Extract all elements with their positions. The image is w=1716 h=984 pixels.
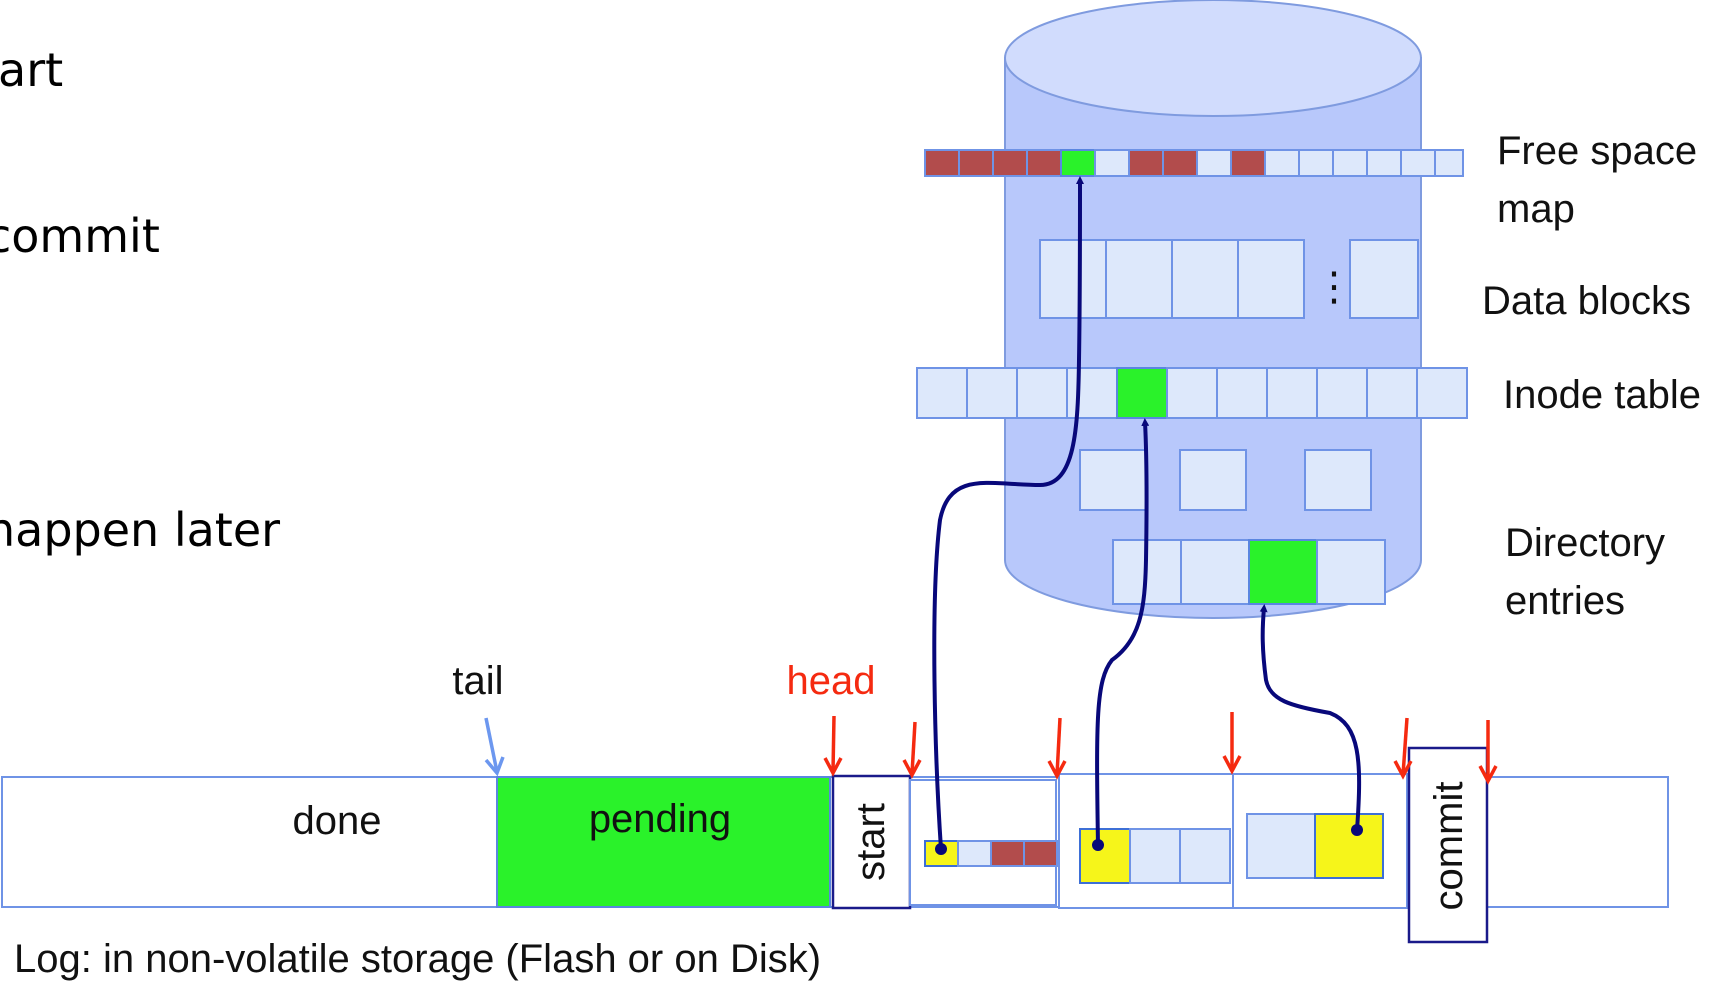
bullet-3: happen later: [0, 503, 280, 557]
free-space-cell: [1264, 149, 1300, 177]
disk-labels: Free space map Data blocks Inode table D…: [1482, 129, 1701, 623]
log-bar: done pending start commit: [1, 746, 1669, 944]
free-space-cell: [1026, 149, 1062, 177]
inode-cell: [1266, 367, 1318, 419]
free-space-cell: [1366, 149, 1402, 177]
pending-region: [496, 776, 831, 908]
data-block: [1237, 239, 1305, 319]
directory-entry: [1316, 539, 1386, 605]
data-block: [1171, 239, 1239, 319]
inode-cell: [1416, 367, 1468, 419]
bullet-list: art commit happen later: [0, 43, 280, 557]
data-blocks-label: Data blocks: [1482, 279, 1691, 323]
pointer-free-space: [932, 176, 1084, 850]
free-space-label-2: map: [1497, 187, 1575, 231]
log-entry-cell: [1129, 828, 1181, 884]
log-entry-cell: [1179, 828, 1231, 884]
inode-cell-new: [1116, 367, 1168, 419]
log-entry-cell: [1246, 813, 1316, 879]
pointer-dot: [1092, 839, 1104, 851]
scattered-block: [1179, 449, 1247, 511]
data-blocks: ⋮: [1039, 239, 1419, 319]
inode-cell: [1366, 367, 1418, 419]
pointer-directory: [1259, 604, 1362, 831]
data-block: [1039, 239, 1107, 319]
commit-record: [1407, 746, 1489, 944]
free-space-cell: [1332, 149, 1368, 177]
done-label: done: [293, 799, 382, 843]
free-space-cell: [1434, 149, 1464, 177]
free-space-label-1: Free space: [1497, 129, 1697, 173]
pointer-inode: [1095, 418, 1150, 846]
scattered-block: [1304, 449, 1372, 511]
inode-cell: [916, 367, 968, 419]
record-boundary-arrow: [902, 721, 922, 779]
inode-cell: [1216, 367, 1268, 419]
data-block: [1105, 239, 1173, 319]
free-space-cell: [1298, 149, 1334, 177]
free-space-cell: [958, 149, 994, 177]
free-space-cell: [992, 149, 1028, 177]
pointers: [932, 176, 1363, 855]
log-entry-yellow: [1314, 813, 1384, 879]
pointer-dot: [1351, 824, 1363, 836]
free-space-cell-new: [1060, 149, 1096, 177]
data-block: [1349, 239, 1419, 319]
directory-entry: [1180, 539, 1250, 605]
record-boundary-arrow: [1393, 717, 1413, 780]
pointer-dot: [935, 843, 947, 855]
directory-label-2: entries: [1505, 579, 1625, 623]
log-caption: Log: in non-volatile storage (Flash or o…: [14, 937, 821, 981]
bullet-2: commit: [0, 209, 160, 263]
inode-cell: [966, 367, 1018, 419]
record-boundary-arrow: [1047, 717, 1067, 780]
tail-label: tail: [452, 659, 503, 703]
disk-body: [1004, 57, 1422, 619]
free-space-cell: [1128, 149, 1164, 177]
pending-label: pending: [589, 797, 731, 841]
inode-cell: [1066, 367, 1118, 419]
scattered-blocks: [1079, 449, 1372, 511]
scattered-block: [1079, 449, 1147, 511]
directory-label-1: Directory: [1505, 521, 1665, 565]
free-space-cell: [1230, 149, 1266, 177]
inode-table: [916, 367, 1468, 419]
start-label: start: [849, 803, 893, 881]
log-entry-yellow: [1079, 828, 1131, 884]
inode-cell: [1166, 367, 1218, 419]
record-boundary-arrow: [1478, 720, 1498, 785]
commit-label: commit: [1427, 782, 1471, 911]
directory-entry-new: [1248, 539, 1318, 605]
bullet-1: art: [0, 43, 63, 97]
data-block-ellipsis: ⋮: [1314, 264, 1354, 310]
log-entry-cell: [957, 840, 992, 867]
inode-cell: [1316, 367, 1368, 419]
head-label: head: [787, 659, 876, 703]
head-arrow: [823, 715, 843, 777]
free-space-cell: [1196, 149, 1232, 177]
free-space-cell: [1162, 149, 1198, 177]
log-entry-used: [1023, 840, 1058, 867]
record-boundary-arrow: [1222, 712, 1242, 775]
log-entry-used: [990, 840, 1025, 867]
disk-top: [1004, 0, 1422, 117]
inode-table-label: Inode table: [1503, 373, 1701, 417]
directory-entries: [1112, 539, 1386, 605]
free-space-map: [924, 149, 1464, 177]
free-space-cell: [924, 149, 960, 177]
free-space-cell: [1094, 149, 1130, 177]
inode-cell: [1016, 367, 1068, 419]
log-markers: tail head: [452, 659, 1498, 785]
tail-arrow: [484, 717, 505, 777]
free-space-cell: [1400, 149, 1436, 177]
